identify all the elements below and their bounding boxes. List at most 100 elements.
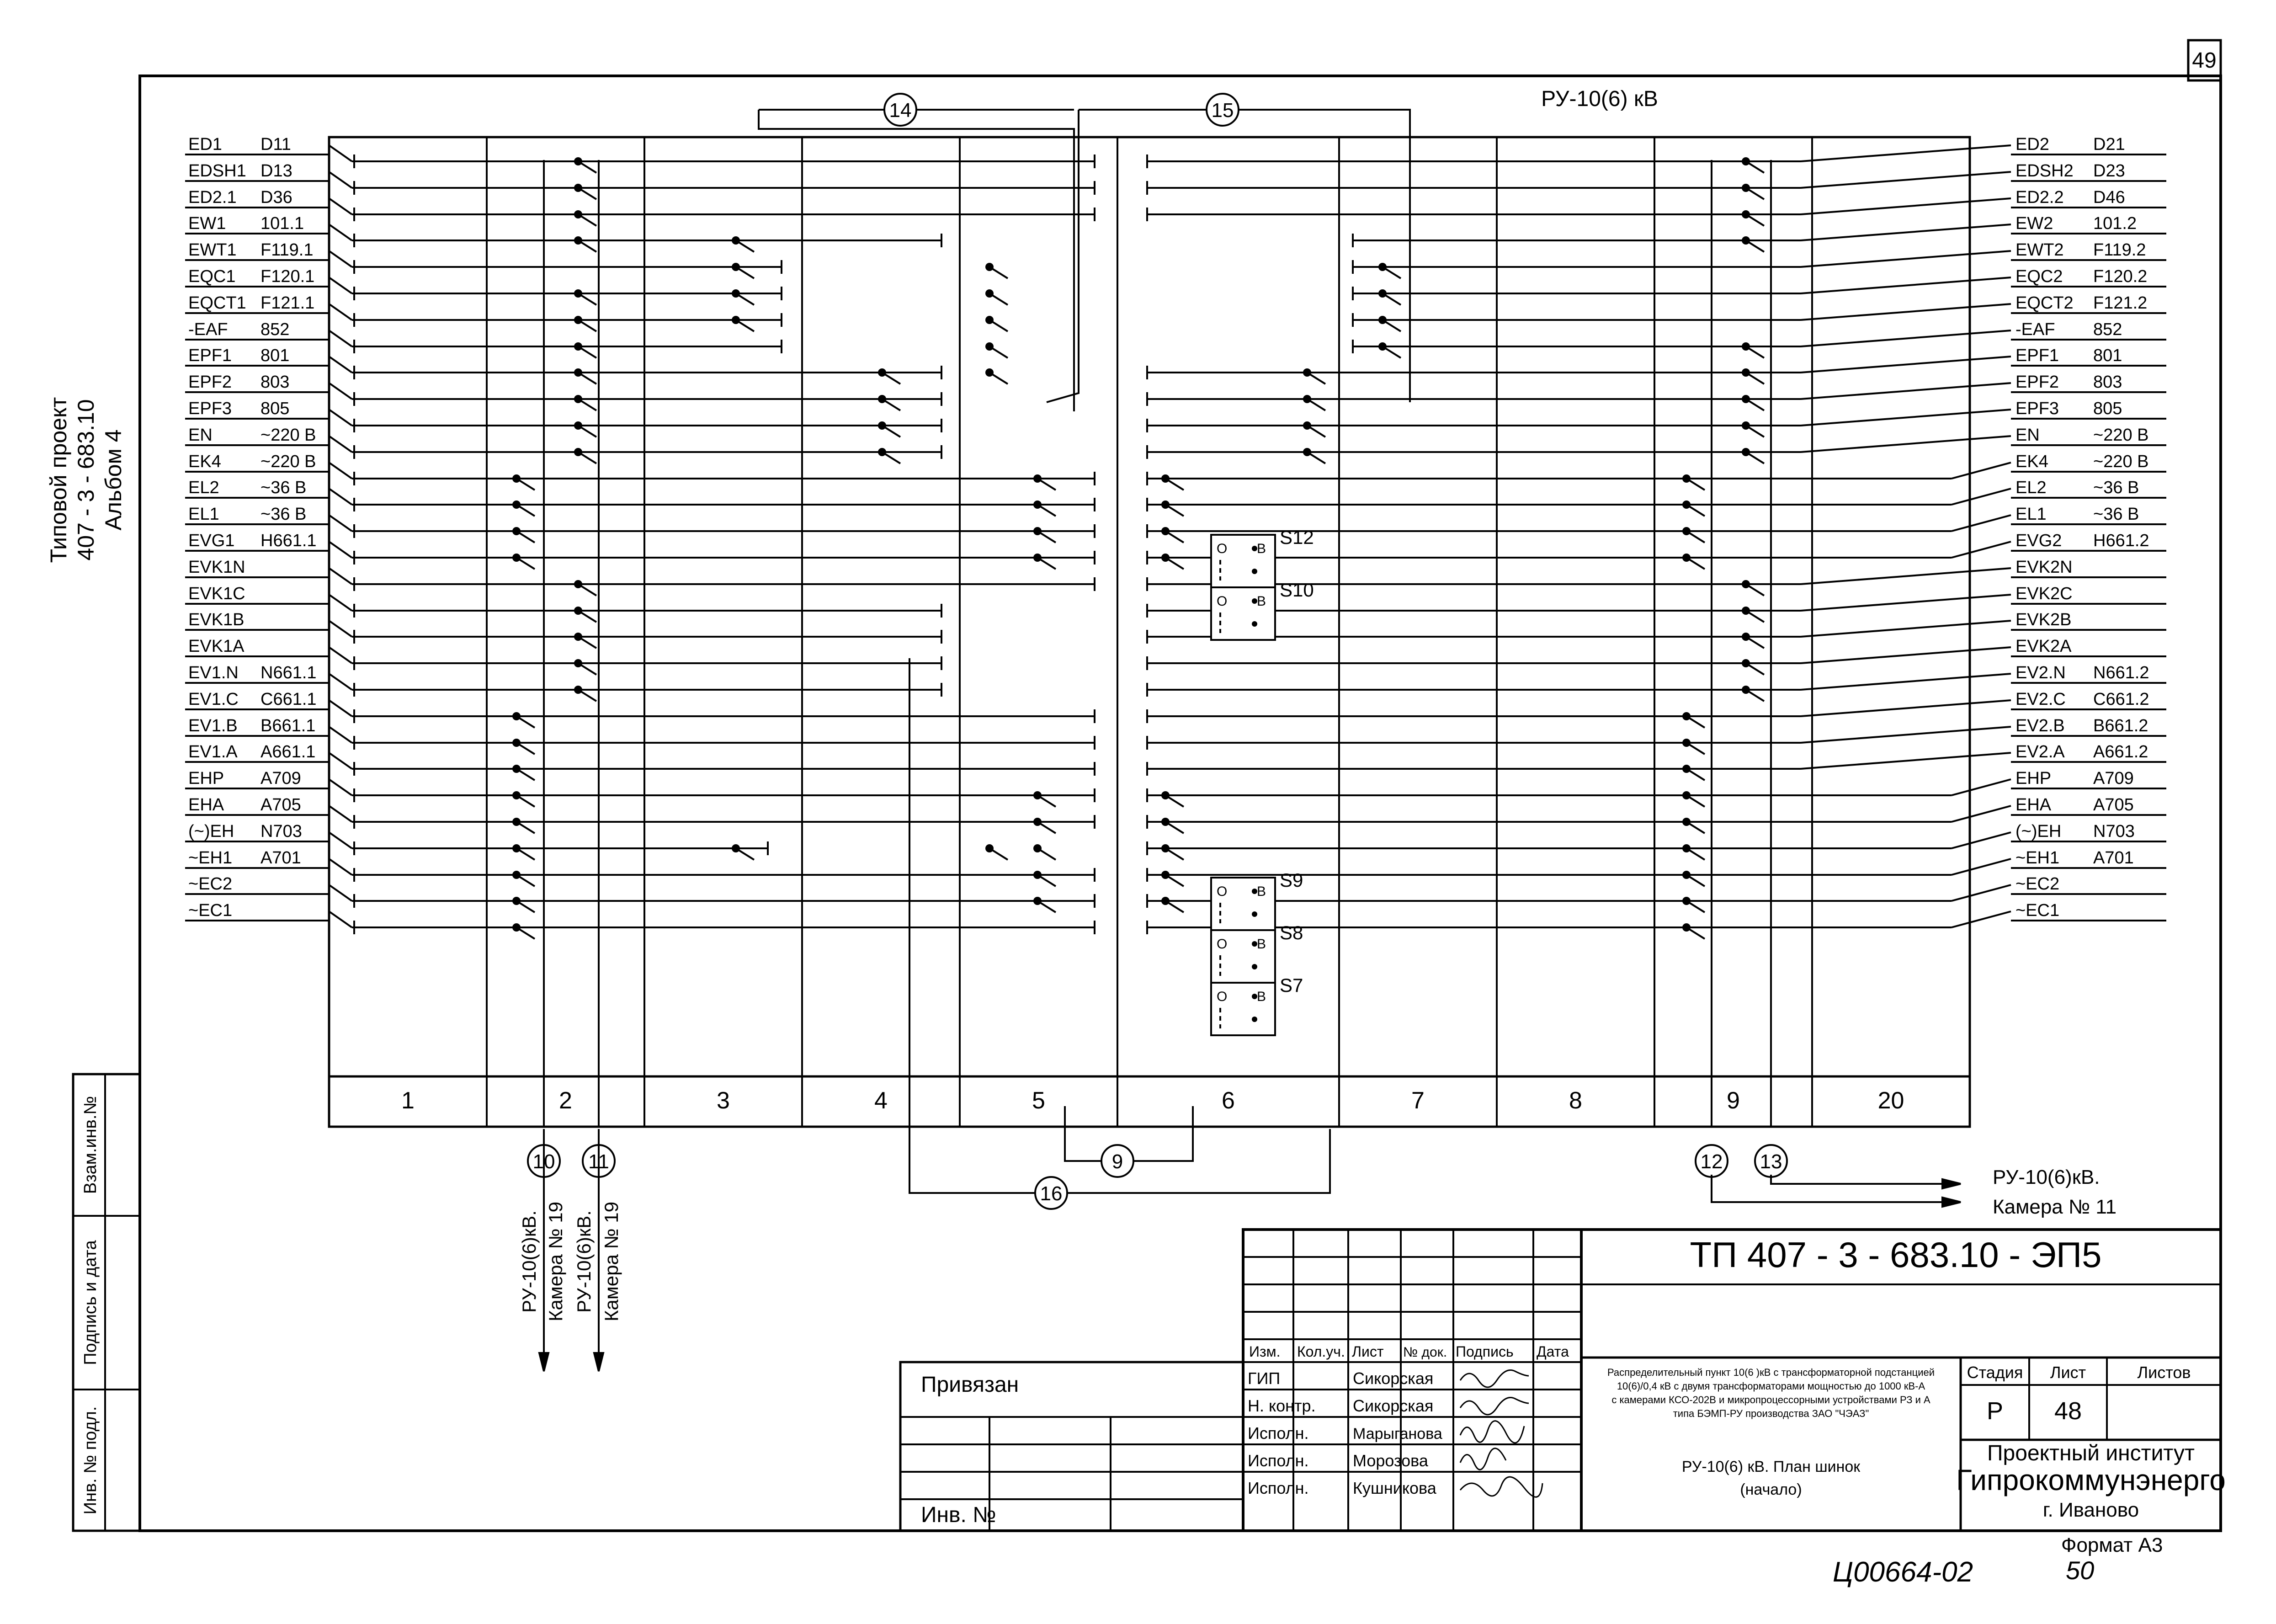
tap-line bbox=[735, 240, 755, 253]
left-bus-entry bbox=[328, 250, 353, 268]
tap-line bbox=[1745, 240, 1765, 253]
left-bus-code-28: A701 bbox=[261, 848, 301, 868]
tap-line bbox=[1686, 821, 1706, 834]
right-bus-entry bbox=[1800, 356, 2011, 373]
right-bus-entry bbox=[1800, 250, 2011, 268]
panel-outline bbox=[328, 136, 1971, 1128]
tap-line bbox=[516, 715, 536, 729]
switch-box-S10 bbox=[1210, 586, 1276, 641]
tap-line bbox=[1686, 794, 1706, 808]
left-bus-entry bbox=[328, 594, 353, 612]
tap-line bbox=[1165, 557, 1185, 570]
left-bus-name-29: ~EC2 bbox=[188, 874, 232, 894]
tap-line bbox=[1745, 451, 1765, 464]
left-bus-entry bbox=[328, 171, 353, 189]
tap-line bbox=[1745, 636, 1765, 649]
left-bus-name-26: EHA bbox=[188, 795, 224, 815]
left-bus-code-14: ~36 В bbox=[261, 478, 306, 497]
signatures bbox=[1459, 1369, 1543, 1498]
right-bus-name-3: ED2.2 bbox=[2015, 188, 2064, 207]
switch-o-label-S7: О bbox=[1217, 989, 1227, 1004]
right-bus-name-4: EW2 bbox=[2015, 214, 2053, 233]
left-bus-code-8: 852 bbox=[261, 320, 289, 339]
tap-line bbox=[1306, 451, 1326, 464]
connection-circle-16 bbox=[1034, 1176, 1068, 1210]
right-bus-code-23: B661.2 bbox=[2093, 716, 2148, 735]
right-feeder-label-1: РУ-10(6)кВ. bbox=[1993, 1166, 2100, 1188]
switch-b-label-S7: В bbox=[1257, 989, 1266, 1004]
right-bus-code-14: ~36 В bbox=[2093, 478, 2139, 497]
tap-line bbox=[1382, 346, 1402, 359]
left-bus-entry bbox=[328, 356, 353, 373]
cell-number-9: 9 bbox=[1727, 1087, 1740, 1114]
tap-line bbox=[516, 504, 536, 517]
left-bus-entry bbox=[328, 488, 353, 506]
outgoing-feeders: РУ-10(6)кВ. Камера № 19 РУ-10(6)кВ. Каме… bbox=[518, 1129, 2116, 1372]
switch-dot bbox=[1252, 964, 1257, 969]
name-1: Сикорская bbox=[1353, 1396, 1433, 1415]
name-0: Сикорская bbox=[1353, 1369, 1433, 1388]
right-bus-name-10: EPF2 bbox=[2015, 373, 2059, 392]
right-bus-name-22: EV2.C bbox=[2015, 690, 2066, 709]
sheet-title-1: РУ-10(6) кВ. План шинок bbox=[1682, 1458, 1861, 1475]
right-bus-code-12: ~220 В bbox=[2093, 426, 2149, 445]
right-bus-entry bbox=[1800, 303, 2011, 321]
left-bus-name-15: EL1 bbox=[188, 505, 219, 524]
right-bus-entry bbox=[1951, 884, 2011, 902]
left-bus-name-22: EV1.C bbox=[188, 690, 239, 709]
right-bus-name-6: EQC2 bbox=[2015, 267, 2063, 286]
left-bus-code-16: H661.1 bbox=[261, 531, 317, 550]
tap-line bbox=[577, 213, 597, 227]
tap-line bbox=[516, 478, 536, 491]
tap-line bbox=[516, 900, 536, 913]
left-bus-name-17: EVK1N bbox=[188, 558, 245, 577]
right-bus-name-25: EHP bbox=[2015, 769, 2051, 788]
left-bus-name-13: EK4 bbox=[188, 452, 221, 471]
feeder-11-label-a: РУ-10(6)кВ. bbox=[573, 1210, 595, 1313]
title-block-text: ТП 407 - 3 - 683.10 - ЭП5 Привязан Инв. … bbox=[921, 1235, 2226, 1588]
right-bus-entry bbox=[1951, 831, 2011, 849]
role-1: Н. контр. bbox=[1248, 1396, 1316, 1415]
switch-dot bbox=[1252, 569, 1257, 574]
switch-b-label-S9: В bbox=[1257, 884, 1266, 899]
left-bus-entry bbox=[328, 330, 353, 347]
tap-line bbox=[735, 847, 755, 861]
right-bus-entry bbox=[1800, 224, 2011, 241]
left-bus-name-14: EL2 bbox=[188, 478, 219, 497]
feeder-10-label-b: Камера № 19 bbox=[545, 1202, 566, 1321]
tap-line bbox=[577, 451, 597, 464]
connection-circle-15 bbox=[1206, 93, 1239, 127]
right-bus-name-11: EPF3 bbox=[2015, 399, 2059, 418]
connection-number-12: 12 bbox=[1701, 1150, 1723, 1173]
right-bus-name-21: EV2.N bbox=[2015, 663, 2066, 682]
cell-number-3: 3 bbox=[717, 1087, 730, 1114]
connection-number-15: 15 bbox=[1212, 99, 1234, 122]
right-bus-code-11: 805 bbox=[2093, 399, 2122, 418]
cell-number-7: 7 bbox=[1411, 1087, 1425, 1114]
tap-line bbox=[577, 293, 597, 306]
left-bus-name-12: EN bbox=[188, 426, 213, 445]
tap-line bbox=[1165, 900, 1185, 913]
tap-line bbox=[1745, 372, 1765, 385]
feeder-11-label-b: Камера № 19 bbox=[601, 1202, 622, 1321]
right-feeder-label-2: Камера № 11 bbox=[1993, 1196, 2116, 1218]
stamp-vzam: Взам.инв.№ bbox=[81, 1096, 100, 1194]
cell-number-2: 2 bbox=[559, 1087, 572, 1114]
right-bus-entry bbox=[1951, 488, 2011, 506]
right-bus-code-2: D23 bbox=[2093, 161, 2125, 181]
left-bus-name-10: EPF2 bbox=[188, 373, 232, 392]
left-bus-entry bbox=[328, 197, 353, 215]
tap-line bbox=[516, 794, 536, 808]
tap-line bbox=[1382, 293, 1402, 306]
tap-line bbox=[1686, 530, 1706, 543]
left-bus-code-27: N703 bbox=[261, 822, 302, 841]
side-project-line-1: Типовой проект bbox=[46, 397, 71, 563]
tap-line bbox=[516, 742, 536, 755]
tap-line bbox=[577, 319, 597, 332]
title-block bbox=[899, 1228, 2222, 1532]
left-bus-entry bbox=[328, 382, 353, 400]
tap-line bbox=[735, 293, 755, 306]
desc-line-4: типа БЭМП-РУ производства ЗАО "ЧЭАЗ" bbox=[1673, 1408, 1869, 1419]
